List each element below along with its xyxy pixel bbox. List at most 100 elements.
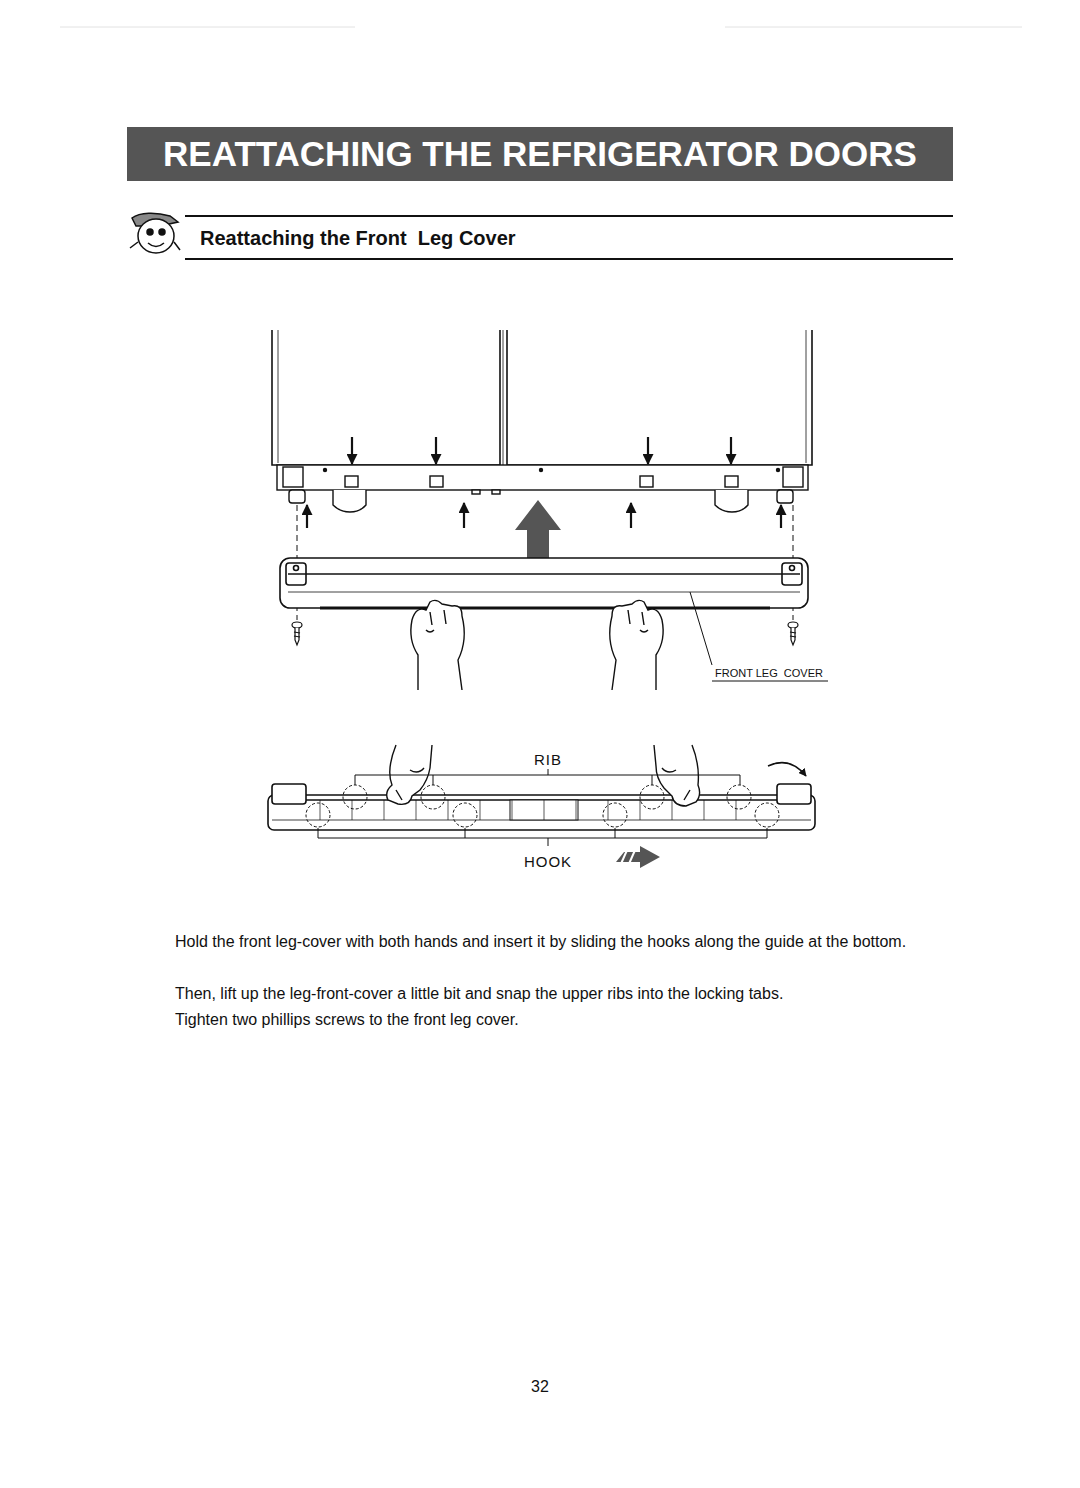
instruction-text: Then, lift up the leg-front-cover a litt… [175, 981, 920, 1007]
mascot-icon [130, 242, 180, 250]
bracket [652, 775, 653, 785]
cover-top-view [352, 800, 353, 820]
cabinet-base [324, 469, 327, 472]
bracket [548, 768, 549, 775]
refrigerator-doors [503, 330, 504, 465]
dashed-callout-circles [640, 785, 664, 809]
slide-arrow [616, 846, 660, 868]
hand [662, 768, 690, 800]
cover-top-view [777, 784, 811, 804]
cabinet-base [777, 490, 793, 503]
direction-arrows [351, 437, 353, 464]
rotation-arrow [768, 763, 806, 776]
screw [790, 632, 796, 633]
slide-arrow [628, 848, 636, 866]
cabinet-base [715, 490, 748, 512]
cover-top-view [608, 800, 609, 820]
bracket [318, 828, 767, 838]
cover-top-view [512, 800, 513, 820]
page-number: 32 [531, 1377, 549, 1396]
cover-top-view [480, 800, 481, 820]
direction-arrows [730, 437, 732, 464]
leader-line [690, 592, 712, 665]
front-leg-cover [280, 558, 808, 608]
cover-top-view [672, 800, 673, 820]
cover-top-view [272, 784, 306, 804]
screw [790, 636, 796, 637]
screw [791, 628, 795, 645]
cabinet-base [783, 467, 803, 487]
direction-arrows [306, 505, 308, 528]
front-leg-cover [288, 592, 800, 593]
front-leg-cover [790, 566, 795, 571]
front-leg-cover [294, 566, 299, 571]
cover-top-view [510, 800, 578, 820]
cover-top-view [448, 800, 449, 820]
hand [426, 610, 446, 632]
direction-arrows [463, 503, 465, 528]
dashed-callout-circles [421, 785, 445, 809]
instruction-text: Hold the front leg-cover with both hands… [175, 929, 920, 955]
cabinet-base [289, 490, 305, 503]
hand [411, 600, 464, 690]
screw [292, 622, 302, 628]
slide-arrow [620, 848, 628, 866]
cabinet-base [640, 476, 653, 487]
part-name: RIB [532, 751, 564, 769]
screw [294, 632, 300, 633]
dashed-callout-circles [453, 803, 477, 827]
front-leg-cover [288, 573, 800, 575]
instruction-text: Tighten two phillips screws to the front… [175, 1007, 920, 1033]
screw [295, 628, 299, 645]
bracket [355, 775, 740, 785]
dashed-callout-circles [727, 785, 751, 809]
screw [788, 622, 798, 628]
bracket [548, 838, 549, 846]
refrigerator-doors [278, 330, 279, 463]
cabinet-base [345, 476, 358, 487]
direction-arrows [435, 437, 437, 464]
cabinet-base [472, 490, 480, 494]
page-title: REATTACHING THE REFRIGERATOR DOORS [127, 127, 953, 181]
front-leg-cover [782, 563, 802, 585]
dashed-callout-circles [306, 785, 779, 827]
header-rule [725, 27, 1022, 28]
cabinet-base [277, 465, 808, 490]
cabinet-base [540, 469, 543, 472]
bracket [465, 828, 466, 838]
direction-arrows [630, 503, 632, 528]
rotation-arrow [768, 763, 806, 776]
cover-top-view [576, 800, 577, 820]
mascot-icon [138, 219, 174, 253]
cabinet-base [777, 469, 780, 472]
cabinet-base [492, 490, 500, 494]
part-name: HOOK [522, 853, 574, 871]
slide-arrow [616, 846, 660, 868]
mascot-icon [148, 243, 164, 247]
cover-top-view [640, 800, 641, 820]
direction-arrows [780, 505, 782, 528]
hand [396, 768, 424, 800]
slide-arrow [620, 848, 636, 866]
cover-top-view [704, 800, 705, 820]
mascot-icon [159, 229, 165, 235]
cabinet-base [725, 476, 738, 487]
dashed-callout-circles [343, 785, 367, 809]
bracket [433, 775, 434, 785]
cabinet-base [430, 476, 443, 487]
bracket [318, 768, 767, 846]
cover-top-view [384, 800, 385, 820]
front-leg-cover [280, 558, 808, 608]
dashed-callout-circles [603, 803, 627, 827]
refrigerator-doors [806, 330, 807, 463]
cabinet-base [333, 490, 366, 512]
cover-top-view [736, 800, 737, 820]
label-underline [712, 681, 828, 682]
section-heading: Reattaching the Front Leg Cover [200, 226, 516, 250]
mascot-icon [130, 213, 180, 253]
cover-top-view [416, 800, 417, 820]
bracket [615, 828, 616, 838]
subheading-rules [185, 216, 953, 259]
screw [294, 636, 300, 637]
